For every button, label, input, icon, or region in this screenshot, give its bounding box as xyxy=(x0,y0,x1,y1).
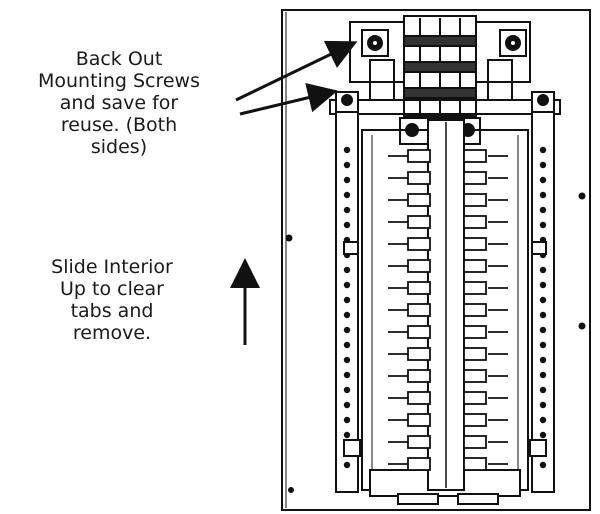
mounting-screw-right xyxy=(537,94,549,106)
rail-hole xyxy=(539,416,547,424)
slide-line-3: tabs and xyxy=(70,300,154,322)
screws-line-2: Mounting Screws xyxy=(37,70,200,92)
rail-hole xyxy=(343,341,351,349)
arrows xyxy=(230,40,358,345)
arrow-to-screw-lower xyxy=(239,82,338,116)
enclosure-outline xyxy=(281,9,591,511)
rail-hole xyxy=(343,221,351,229)
rail-hole xyxy=(539,161,547,169)
lug-left xyxy=(361,29,389,57)
rail-hole xyxy=(539,356,547,364)
screws-instruction: Back Out Mounting Screws and save for re… xyxy=(0,48,238,158)
rail-hole xyxy=(539,461,547,469)
rail-hole xyxy=(539,206,547,214)
enclosure-hole-right-upper xyxy=(578,192,586,200)
screws-line-5: sides) xyxy=(90,136,148,158)
enclosure-hole-left xyxy=(285,234,293,242)
breaker-stab xyxy=(463,171,487,185)
slide-line-2: Up to clear xyxy=(60,278,164,300)
rail-hole xyxy=(343,176,351,184)
rail-hole xyxy=(539,146,547,154)
breaker-stab xyxy=(463,193,487,207)
arrow-to-screw-upper xyxy=(235,40,358,102)
breaker-stab xyxy=(463,259,487,273)
breaker-stab xyxy=(463,215,487,229)
breaker-stab xyxy=(463,435,487,449)
breaker-stab xyxy=(407,435,431,449)
rail-hole xyxy=(539,221,547,229)
breaker-stab xyxy=(463,237,487,251)
rail-hole xyxy=(343,356,351,364)
breaker-stab xyxy=(407,215,431,229)
breaker-stab xyxy=(463,281,487,295)
rail-hole xyxy=(539,296,547,304)
rail-hole xyxy=(539,401,547,409)
enclosure xyxy=(281,9,591,511)
screws-line-1: Back Out xyxy=(75,48,163,70)
rail-hole xyxy=(539,371,547,379)
rail-hole xyxy=(343,296,351,304)
breaker-stab xyxy=(407,413,431,427)
screws-line-4: reuse. (Both xyxy=(60,114,178,136)
breaker-stab xyxy=(407,303,431,317)
enclosure-hole-right-lower xyxy=(578,322,586,330)
breaker-stab xyxy=(407,237,431,251)
breaker-stab xyxy=(463,457,487,471)
breaker-stab xyxy=(407,347,431,361)
rail-hole xyxy=(343,431,351,439)
breaker-stab xyxy=(407,391,431,405)
breaker-stab xyxy=(407,281,431,295)
breaker-stab xyxy=(463,303,487,317)
breaker-stab xyxy=(407,457,431,471)
rail-hole xyxy=(343,401,351,409)
breaker-stab xyxy=(463,391,487,405)
rail-perforations xyxy=(343,146,547,469)
slide-line-1: Slide Interior xyxy=(51,256,173,278)
breaker-stab xyxy=(407,259,431,273)
mounting-screw-left xyxy=(341,94,353,106)
rail-hole xyxy=(343,191,351,199)
breaker-stab xyxy=(463,149,487,163)
rail-hole xyxy=(539,431,547,439)
breaker-stab xyxy=(407,325,431,339)
rail-hole xyxy=(343,281,351,289)
rail-hole xyxy=(343,386,351,394)
lug-right xyxy=(499,29,527,57)
slide-instruction: Slide Interior Up to clear tabs and remo… xyxy=(12,256,212,344)
rail-hole xyxy=(343,326,351,334)
rail-hole xyxy=(343,311,351,319)
breaker-stab xyxy=(463,413,487,427)
rail-hole xyxy=(343,266,351,274)
rail-hole xyxy=(539,266,547,274)
rail-hole xyxy=(539,341,547,349)
rail-hole xyxy=(539,191,547,199)
rail-hole xyxy=(343,416,351,424)
rail-hole xyxy=(343,371,351,379)
breaker-stab xyxy=(463,325,487,339)
rail-hole xyxy=(343,146,351,154)
breaker-stab xyxy=(407,369,431,383)
rail-hole xyxy=(539,176,547,184)
rail-hole xyxy=(539,386,547,394)
screws-line-3: and save for xyxy=(59,92,179,114)
breaker-stabs xyxy=(388,149,508,471)
breaker-stab xyxy=(407,193,431,207)
breaker-stab xyxy=(407,171,431,185)
rail-hole xyxy=(343,461,351,469)
rail-hole xyxy=(539,311,547,319)
slide-line-4: remove. xyxy=(72,322,152,344)
breaker-stab xyxy=(463,347,487,361)
busbar xyxy=(427,119,465,491)
breaker-stab xyxy=(463,369,487,383)
rail-hole xyxy=(343,161,351,169)
rail-hole xyxy=(539,281,547,289)
rail-hole xyxy=(343,206,351,214)
breaker-stab xyxy=(407,149,431,163)
rail-hole xyxy=(539,326,547,334)
